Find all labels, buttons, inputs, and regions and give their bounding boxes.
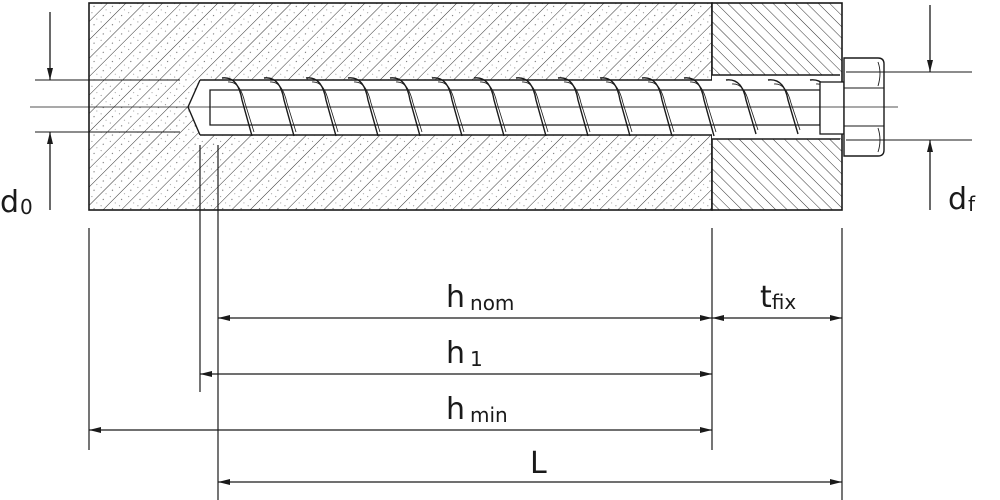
thread-edge bbox=[269, 81, 297, 133]
screw-threads bbox=[221, 77, 843, 137]
thread-edge bbox=[395, 81, 423, 133]
df-label: df bbox=[948, 182, 976, 217]
thread-edge bbox=[647, 81, 675, 133]
thread-edge bbox=[773, 83, 801, 131]
d0-dimension bbox=[35, 12, 180, 210]
thread-edge bbox=[479, 81, 507, 133]
tfix-label: tfix bbox=[760, 280, 796, 315]
thread-edge bbox=[311, 81, 339, 133]
thread-turn bbox=[767, 79, 799, 135]
thread-turn bbox=[725, 79, 757, 135]
L-label: L bbox=[530, 446, 547, 481]
thread-edge bbox=[605, 81, 633, 133]
thread-edge bbox=[353, 81, 381, 133]
thread-edge bbox=[689, 81, 717, 133]
thread-edge bbox=[227, 81, 255, 133]
thread-edge bbox=[731, 83, 759, 131]
thread-edge bbox=[563, 81, 591, 133]
thread-edge bbox=[437, 81, 465, 133]
extension-lines bbox=[88, 145, 843, 500]
df-dimension bbox=[846, 5, 972, 210]
d0-label: d0 bbox=[0, 185, 33, 220]
thread-edge bbox=[521, 81, 549, 133]
